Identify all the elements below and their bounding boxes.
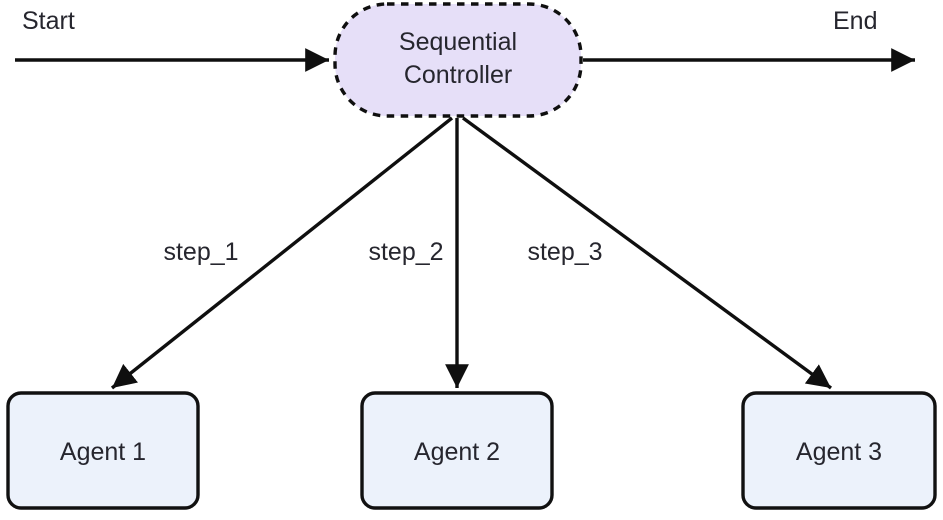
agent2-node — [360, 391, 554, 510]
step3-edge-label: step_3 — [527, 238, 602, 266]
agent3-node — [741, 391, 937, 510]
agent3-label: Agent 3 — [796, 438, 882, 466]
controller-label-line2: Controller — [404, 61, 512, 89]
agent1-label: Agent 1 — [60, 438, 146, 466]
step1-edge-label: step_1 — [163, 238, 238, 266]
step3-arrow — [461, 116, 833, 390]
agent2-label: Agent 2 — [414, 438, 500, 466]
start-label: Start — [22, 7, 75, 35]
end-label: End — [833, 7, 877, 35]
agent1-node — [6, 391, 200, 510]
controller-node — [333, 2, 583, 118]
controller-label-line1: Sequential — [399, 28, 517, 56]
step1-arrow — [110, 116, 454, 390]
step2-edge-label: step_2 — [368, 238, 443, 266]
